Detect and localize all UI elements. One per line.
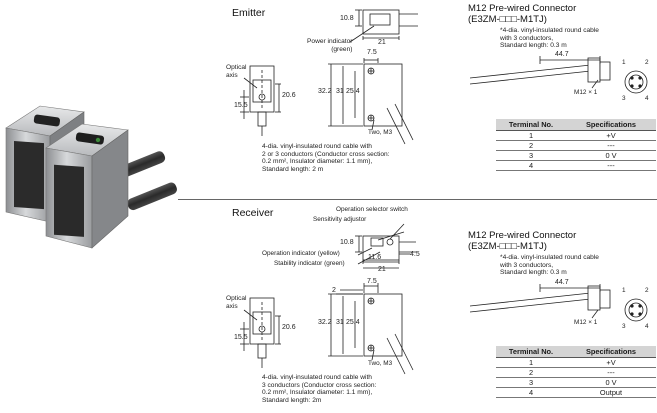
table-cell: +V [566, 357, 656, 368]
receiver-dim-15-5: 15.5 [234, 334, 248, 341]
receiver-pin-1: 1 [622, 287, 626, 294]
emitter-connector-note: *4-dia. vinyl-insulated round cable with… [500, 27, 599, 50]
receiver-dim-4-5: 4.5 [410, 251, 420, 258]
table-cell: Output [566, 387, 656, 398]
table-cell: 3 [496, 150, 566, 161]
receiver-screw-label: Two, M3 [368, 360, 393, 367]
emitter-dim-height: 10.8 [340, 15, 354, 22]
table-cell: 3 [496, 377, 566, 388]
table-cell: 1 [496, 130, 566, 141]
receiver-dim-31: 31 [336, 319, 344, 326]
emitter-dim-7-5: 7.5 [367, 49, 377, 56]
receiver-dim-height: 10.8 [340, 239, 354, 246]
table-header-spec: Specifications [566, 119, 656, 131]
emitter-front-view [328, 58, 414, 145]
receiver-dim-width: 21 [378, 266, 386, 273]
table-cell: 0 V [566, 150, 656, 161]
table-cell: 4 [496, 160, 566, 171]
emitter-connector [469, 56, 648, 94]
table-cell: 2 [496, 367, 566, 378]
table-cell: --- [566, 140, 656, 151]
receiver-connector-note: *4-dia. vinyl-insulated round cable with… [500, 254, 599, 277]
receiver-stab-indicator-label: Stability indicator (green) [274, 260, 345, 267]
table-cell: --- [566, 160, 656, 171]
table-header-terminal: Terminal No. [496, 346, 566, 358]
table-cell: +V [566, 130, 656, 141]
emitter-dim-15-5: 15.5 [234, 102, 248, 109]
emitter-cable-note: 4-dia. vinyl-insulated round cable with … [262, 143, 390, 173]
table-header-terminal: Terminal No. [496, 119, 566, 131]
emitter-dim-31: 31 [336, 88, 344, 95]
receiver-dim-7-5: 7.5 [367, 278, 377, 285]
emitter-optical-axis-label: Optical axis [226, 64, 247, 79]
table-header-spec: Specifications [566, 346, 656, 358]
receiver-dim-2: 2 [332, 287, 336, 294]
receiver-connector-model: (E3ZM-□□□-M1TJ) [468, 241, 547, 252]
receiver-heading: Receiver [232, 207, 274, 219]
emitter-pin-3: 3 [622, 95, 626, 102]
receiver-cable-note: 4-dia. vinyl-insulated round cable with … [262, 374, 377, 404]
emitter-dim-width: 21 [378, 39, 386, 46]
table-row: 2--- [496, 140, 656, 151]
receiver-top-view [355, 223, 416, 269]
table-row: 2--- [496, 367, 656, 378]
table-cell: 2 [496, 140, 566, 151]
receiver-connector [469, 284, 648, 322]
emitter-thread-label: M12 × 1 [574, 89, 598, 96]
emitter-heading: Emitter [232, 7, 266, 19]
receiver-dim-44-7: 44.7 [555, 279, 569, 286]
receiver-pin-3: 3 [622, 323, 626, 330]
receiver-front-view [328, 283, 414, 375]
emitter-top-view [349, 9, 418, 43]
table-cell: 4 [496, 387, 566, 398]
table-row: 4--- [496, 160, 656, 171]
receiver-dim-32-2: 32.2 [318, 319, 332, 326]
receiver-sens-adjuster-label: Sensitivity adjustor [313, 216, 367, 223]
emitter-connector-title: M12 Pre-wired Connector [468, 3, 577, 14]
table-cell: --- [566, 367, 656, 378]
receiver-side-view [240, 297, 281, 368]
table-cell: 0 V [566, 377, 656, 388]
emitter-dim-25-4: 25.4 [346, 88, 360, 95]
emitter-pin-1: 1 [622, 59, 626, 66]
receiver-dim-20-6: 20.6 [282, 324, 296, 331]
receiver-op-indicator-label: Operation indicator (yellow) [262, 250, 340, 257]
emitter-dim-32-2: 32.2 [318, 88, 332, 95]
receiver-dim-11-6: 11.6 [368, 254, 382, 261]
receiver-optical-axis-label: Optical axis [226, 295, 247, 310]
product-photo [5, 105, 177, 249]
receiver-thread-label: M12 × 1 [574, 319, 598, 326]
section-divider [178, 199, 657, 200]
emitter-side-view [240, 65, 281, 136]
table-header-row: Terminal No. Specifications [496, 119, 656, 131]
emitter-pin-2: 2 [645, 59, 649, 66]
emitter-connector-model: (E3ZM-□□□-M1TJ) [468, 14, 547, 25]
emitter-dim-44-7: 44.7 [555, 51, 569, 58]
emitter-power-indicator-label: Power indicator (green) [307, 38, 353, 53]
receiver-dim-25-4: 25.4 [346, 319, 360, 326]
emitter-pin-4: 4 [645, 95, 649, 102]
table-row: 1+V [496, 130, 656, 141]
receiver-connector-title: M12 Pre-wired Connector [468, 230, 577, 241]
receiver-op-selector-label: Operation selector switch [336, 206, 408, 213]
table-row: 1+V [496, 357, 656, 368]
emitter-dim-20-6: 20.6 [282, 92, 296, 99]
table-cell: 1 [496, 357, 566, 368]
table-header-row: Terminal No. Specifications [496, 346, 656, 358]
receiver-pin-2: 2 [645, 287, 649, 294]
receiver-pin-4: 4 [645, 323, 649, 330]
emitter-screw-label: Two, M3 [368, 129, 393, 136]
